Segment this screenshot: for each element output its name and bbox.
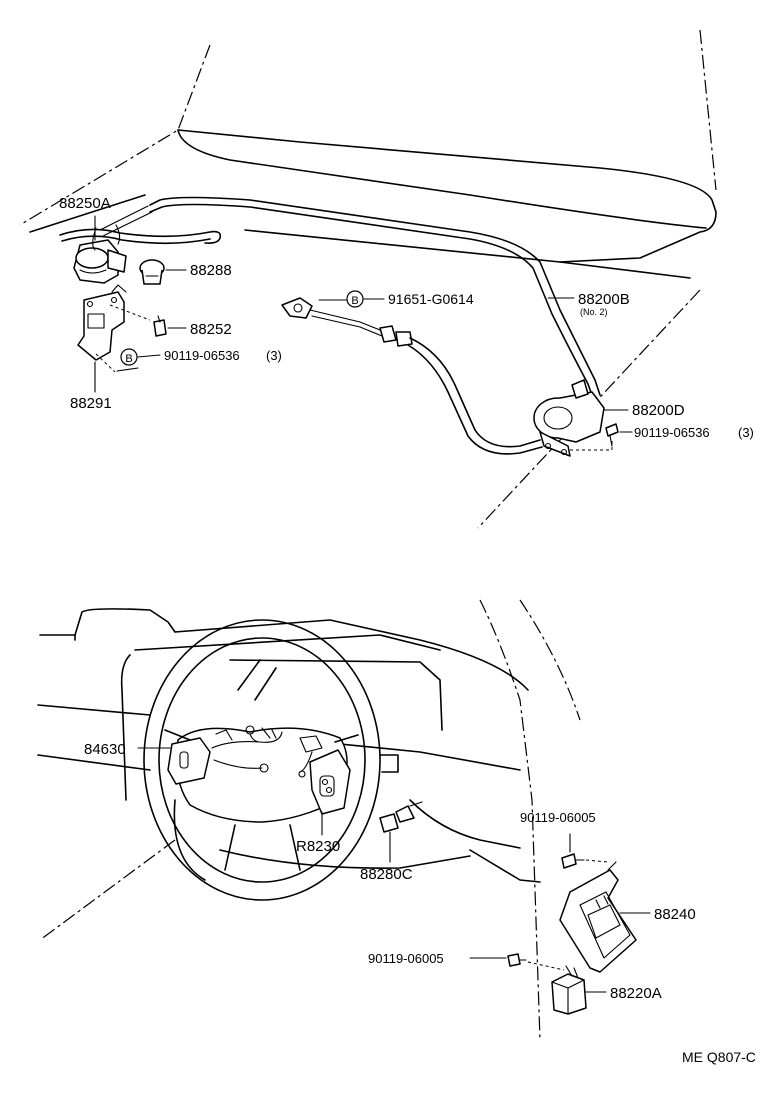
cable-88200b [149,196,601,399]
part-labels: 88250A 88288 88252 90119-06536 (3) 88291… [59,195,756,1065]
label-88280c: 88280C [360,866,413,883]
actuator-88250a [73,205,153,284]
label-91651-g0614: 91651-G0614 [388,291,474,307]
bolt-90119-06005-bottom [469,953,565,971]
dashboard-outline [37,599,581,1041]
label-88240: 88240 [654,906,696,923]
bolt-marker-upper: B [346,290,364,308]
label-88288: 88288 [190,262,232,279]
footer-code: ME Q807-C [682,1049,756,1065]
switch-84630 [167,725,283,785]
label-88200b-sub: (No. 2) [580,307,608,317]
sensor-88252 [153,315,187,337]
leader-bolt-left-2 [116,367,139,372]
label-90119-06005-top: 90119-06005 [520,810,596,825]
leader-bolt-left [137,354,161,358]
relay-88220a [551,965,607,1015]
label-88252: 88252 [190,321,232,338]
label-90119-06536-left: 90119-06536 [164,348,240,363]
svg-text:B: B [125,353,132,365]
label-84630: 84630 [84,741,126,758]
cable-88200d [407,337,543,455]
valve-88288 [139,259,187,285]
label-90119-06536-right: 90119-06536 [634,425,710,440]
label-88291: 88291 [70,395,112,412]
label-90119-06005-bottom: 90119-06005 [368,951,444,966]
bolt-marker-left: B [120,348,138,366]
label-90119-06536-right-qty: (3) [738,425,754,440]
switch-88280c [379,801,423,863]
throttle-linkage [281,297,413,347]
ecu-88240 [559,861,651,973]
label-88220a: 88220A [610,985,662,1002]
label-88200d: 88200D [632,402,685,419]
engine-bay-outline [19,29,717,529]
bolt-90119-06536-right [570,423,633,451]
label-r8230: R8230 [296,838,340,855]
bracket-88291 [77,284,151,393]
bolt-90119-06005-top [561,833,609,869]
label-90119-06536-left-qty: (3) [266,348,282,363]
switch-r8230 [298,735,351,815]
vacuum-hose [59,228,222,245]
label-88250a: 88250A [59,195,111,212]
label-88200b: 88200B [578,291,630,308]
actuator-88200d [533,379,629,457]
svg-text:B: B [351,295,358,307]
steering-wheel [143,619,381,901]
